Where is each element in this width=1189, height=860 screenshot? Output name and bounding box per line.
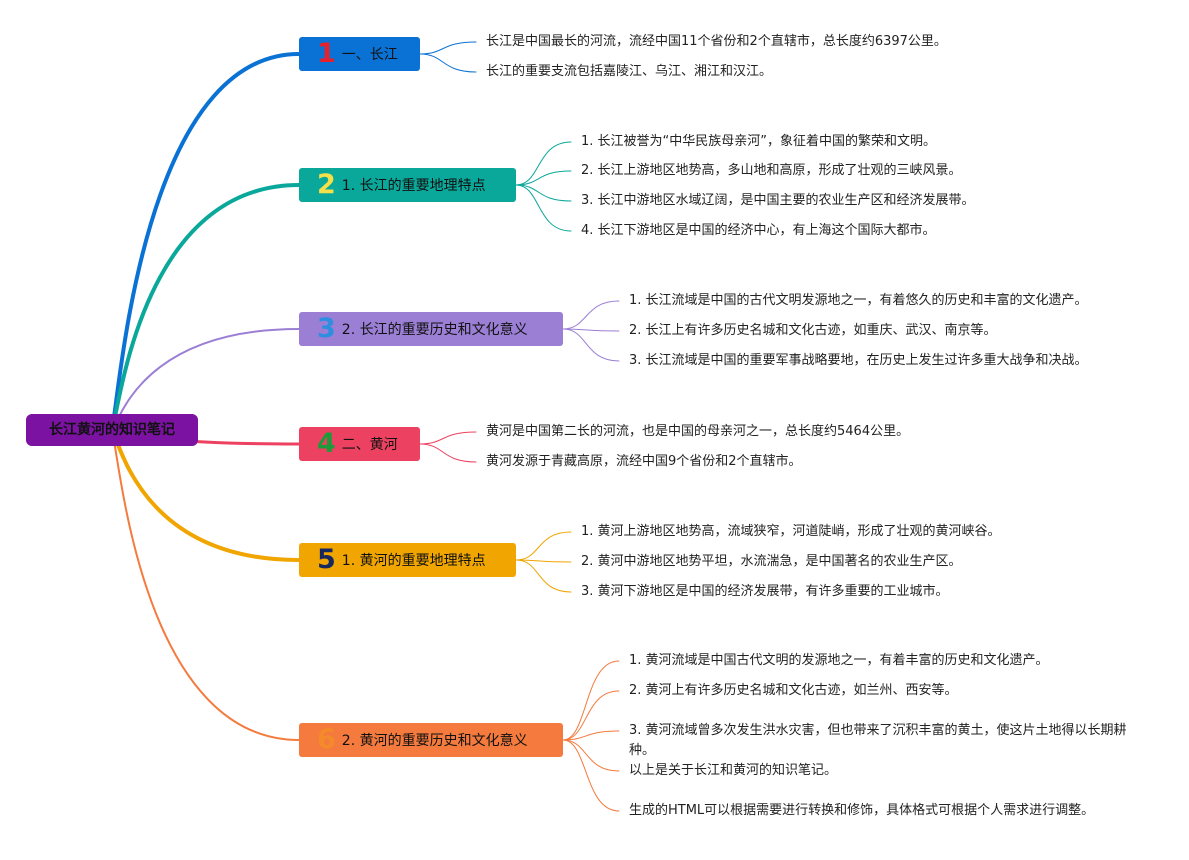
leaf-connector — [515, 184, 572, 202]
leaf-note[interactable]: 3. 长江流域是中国的重要军事战略要地，在历史上发生过许多重大战争和决战。 — [629, 353, 1088, 368]
leaf-connector — [515, 141, 572, 186]
branch-topic-2[interactable]: 2 1. 长江的重要地理特点 — [299, 168, 516, 202]
leaf-connector — [515, 170, 572, 186]
leaf-note[interactable]: 2. 长江上游地区地势高，多山地和高原，形成了壮观的三峡风景。 — [581, 163, 962, 178]
leaf-connector — [419, 53, 477, 73]
leaf-connector — [419, 431, 477, 445]
leaf-note[interactable]: 1. 黄河上游地区地势高，流域狭窄，河道陡峭，形成了壮观的黄河峡谷。 — [581, 524, 1001, 539]
leaf-note[interactable]: 3. 黄河流域曾多次发生洪水灾害，但也带来了沉积丰富的黄土，使这片土地得以长期耕… — [629, 723, 1127, 758]
number-badge-icon: 4 — [317, 428, 336, 459]
branch-connector — [111, 429, 300, 741]
leaf-connector — [562, 660, 620, 741]
branch-connector — [110, 428, 301, 562]
leaf-note[interactable]: 3. 长江中游地区水域辽阔，是中国主要的农业生产区和经济发展带。 — [581, 193, 975, 208]
leaf-note[interactable]: 1. 黄河流域是中国古代文明的发源地之一，有着丰富的历史和文化遗产。 — [629, 653, 1049, 668]
branch-connector — [110, 183, 301, 432]
number-badge-icon: 6 — [317, 724, 336, 755]
leaf-note[interactable]: 生成的HTML可以根据需要进行转换和修饰，具体格式可根据个人需求进行调整。 — [629, 803, 1095, 818]
leaf-connector — [515, 559, 572, 593]
leaf-connector — [562, 739, 620, 772]
leaf-connector — [562, 739, 620, 812]
leaf-note[interactable]: 2. 长江上有许多历史名城和文化古迹，如重庆、武汉、南京等。 — [629, 323, 997, 338]
leaf-note[interactable]: 以上是关于长江和黄河的知识笔记。 — [629, 763, 838, 778]
branch-topic-4[interactable]: 4 二、黄河 — [299, 427, 420, 461]
leaf-connector — [419, 41, 477, 55]
branch-label: 1. 长江的重要地理特点 — [341, 178, 486, 194]
leaf-connector — [419, 443, 477, 463]
branch-topic-3[interactable]: 3 2. 长江的重要历史和文化意义 — [299, 312, 563, 346]
leaf-note[interactable]: 1. 长江被誉为“中华民族母亲河”，象征着中国的繁荣和文明。 — [581, 134, 937, 149]
number-badge-icon: 3 — [317, 313, 336, 344]
leaf-connector — [515, 184, 572, 232]
branch-topic-1[interactable]: 1 一、长江 — [299, 37, 420, 71]
root-topic[interactable]: 长江黄河的知识笔记 — [26, 414, 198, 446]
branch-label: 1. 黄河的重要地理特点 — [341, 553, 486, 569]
number-badge-icon: 5 — [317, 544, 336, 575]
number-badge-icon: 2 — [317, 169, 336, 200]
leaf-note[interactable]: 2. 黄河上有许多历史名城和文化古迹，如兰州、西安等。 — [629, 683, 958, 698]
leaf-note[interactable]: 2. 黄河中游地区地势平坦，水流湍急，是中国著名的农业生产区。 — [581, 554, 962, 569]
leaf-note[interactable]: 4. 长江下游地区是中国的经济中心，有上海这个国际大都市。 — [581, 223, 936, 238]
leaf-note[interactable]: 3. 黄河下游地区是中国的经济发展带，有许多重要的工业城市。 — [581, 584, 949, 599]
branch-topic-6[interactable]: 6 2. 黄河的重要历史和文化意义 — [299, 723, 563, 757]
leaf-connector — [562, 730, 620, 741]
branch-label: 一、长江 — [341, 47, 398, 63]
branch-topic-5[interactable]: 5 1. 黄河的重要地理特点 — [299, 543, 516, 577]
branch-connector — [110, 52, 301, 432]
leaf-connector — [562, 690, 620, 741]
branch-label: 2. 长江的重要历史和文化意义 — [341, 322, 528, 338]
leaf-connector — [562, 300, 620, 330]
branch-label: 2. 黄河的重要历史和文化意义 — [341, 733, 528, 749]
leaf-note[interactable]: 黄河是中国第二长的河流，也是中国的母亲河之一，总长度约5464公里。 — [486, 424, 910, 439]
leaf-connector — [562, 328, 620, 332]
leaf-connector — [515, 531, 572, 561]
leaf-connector — [515, 559, 572, 563]
branch-label: 二、黄河 — [341, 437, 398, 453]
leaf-note[interactable]: 黄河发源于青藏高原，流经中国9个省份和2个直辖市。 — [486, 454, 802, 469]
leaf-note[interactable]: 长江是中国最长的河流，流经中国11个省份和2个直辖市，总长度约6397公里。 — [486, 34, 947, 49]
leaf-connector — [562, 328, 620, 362]
number-badge-icon: 1 — [317, 38, 336, 69]
leaf-note[interactable]: 1. 长江流域是中国的古代文明发源地之一，有着悠久的历史和丰富的文化遗产。 — [629, 293, 1088, 308]
leaf-note[interactable]: 长江的重要支流包括嘉陵江、乌江、湘江和汉江。 — [486, 64, 773, 79]
